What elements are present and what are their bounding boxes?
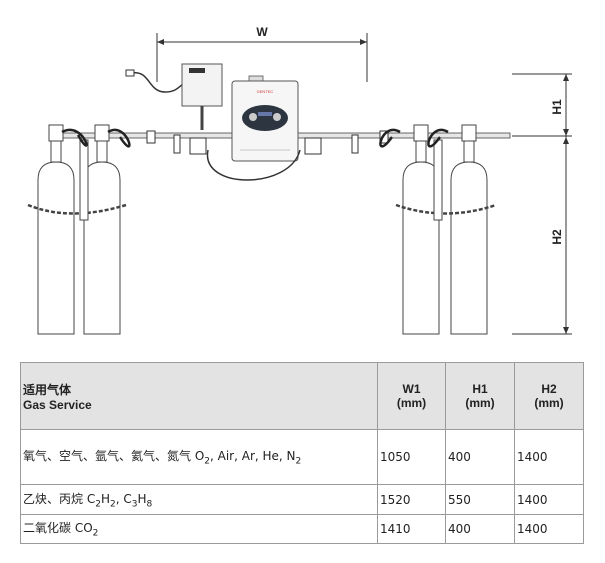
left-cylinder-1 xyxy=(37,124,75,335)
gas-subscript: 2 xyxy=(295,456,302,467)
h2-cell: 1400 xyxy=(514,429,584,485)
h2-header-unit: (mm) xyxy=(534,396,564,410)
table-row: 乙炔、丙烷 C2H2, C3H8 1520 550 1400 xyxy=(20,484,584,515)
h2-cell: 1400 xyxy=(514,484,584,515)
svg-text:GENTEC: GENTEC xyxy=(257,89,274,94)
h-dimensions: H1 H2 xyxy=(512,73,572,335)
gas-text: , Air, Ar, He, N xyxy=(210,449,296,464)
gas-text: 氧气、空气、氩气、氦气、氮气 O xyxy=(23,449,205,464)
table-row: 氧气、空气、氩气、氦气、氮气 O2, Air, Ar, He, N2 1050 … xyxy=(20,429,584,485)
gas-subscript: 2 xyxy=(95,499,101,510)
w1-cell: 1050 xyxy=(377,429,446,485)
gas-subscript: 2 xyxy=(109,499,116,510)
left-cylinder-2 xyxy=(83,124,121,335)
control-panel: GENTEC xyxy=(231,75,299,162)
power-plug xyxy=(125,69,135,77)
h2-header: H2 (mm) xyxy=(514,362,584,430)
h1-header-label: H1 xyxy=(472,382,488,396)
gas-text: 二氧化碳 CO xyxy=(23,521,93,536)
h1-cell: 550 xyxy=(445,484,515,515)
h1-label: H1 xyxy=(550,99,564,115)
right-pigtail-hoses xyxy=(379,128,449,148)
header-en: Gas Service xyxy=(23,397,92,412)
h2-header-label: H2 xyxy=(541,382,557,396)
gas-manifold-diagram: W H1 H2 GENTEC xyxy=(27,25,572,335)
gas-subscript: 2 xyxy=(92,528,99,539)
gas-text: 乙炔、丙烷 C xyxy=(23,491,96,506)
gas-text: H xyxy=(100,491,110,506)
left-pigtail-hoses xyxy=(61,128,131,148)
w1-header-unit: (mm) xyxy=(396,396,427,410)
gas-text: , C xyxy=(115,491,132,506)
gas-service-header: 适用气体 Gas Service xyxy=(20,362,378,430)
h1-header-unit: (mm) xyxy=(465,396,495,410)
w1-cell: 1520 xyxy=(377,484,446,515)
outlet-hose xyxy=(206,149,301,181)
gas-text: H xyxy=(137,491,147,506)
alarm-box xyxy=(181,63,223,130)
h1-header: H1 (mm) xyxy=(445,362,515,430)
h2-cell: 1400 xyxy=(514,514,584,544)
h2-label: H2 xyxy=(550,229,564,245)
gas-subscript: 3 xyxy=(131,499,138,510)
w1-cell: 1410 xyxy=(377,514,446,544)
power-cord xyxy=(131,72,184,93)
right-cylinder-2 xyxy=(450,124,488,335)
gas-cell: 乙炔、丙烷 C2H2, C3H8 xyxy=(20,484,378,515)
gas-cell: 二氧化碳 CO2 xyxy=(20,514,378,544)
h1-cell: 400 xyxy=(445,514,515,544)
table-row: 二氧化碳 CO2 1410 400 1400 xyxy=(20,514,584,544)
w-dimension: W xyxy=(156,25,368,82)
gas-subscript: 8 xyxy=(146,499,153,510)
header-cn: 适用气体 xyxy=(23,382,72,397)
w1-header-label: W1 xyxy=(402,382,421,396)
table-header-row: 适用气体 Gas Service W1 (mm) H1 (mm) H2 (mm) xyxy=(20,362,584,430)
central-valves xyxy=(146,130,389,155)
w-label: W xyxy=(256,25,268,39)
gas-spec-table: 适用气体 Gas Service W1 (mm) H1 (mm) H2 (mm)… xyxy=(20,362,584,544)
h1-cell: 400 xyxy=(445,429,515,485)
w1-header: W1 (mm) xyxy=(377,362,446,430)
gas-cell: 氧气、空气、氩气、氦气、氮气 O2, Air, Ar, He, N2 xyxy=(20,429,378,485)
gas-subscript: 2 xyxy=(204,456,210,467)
